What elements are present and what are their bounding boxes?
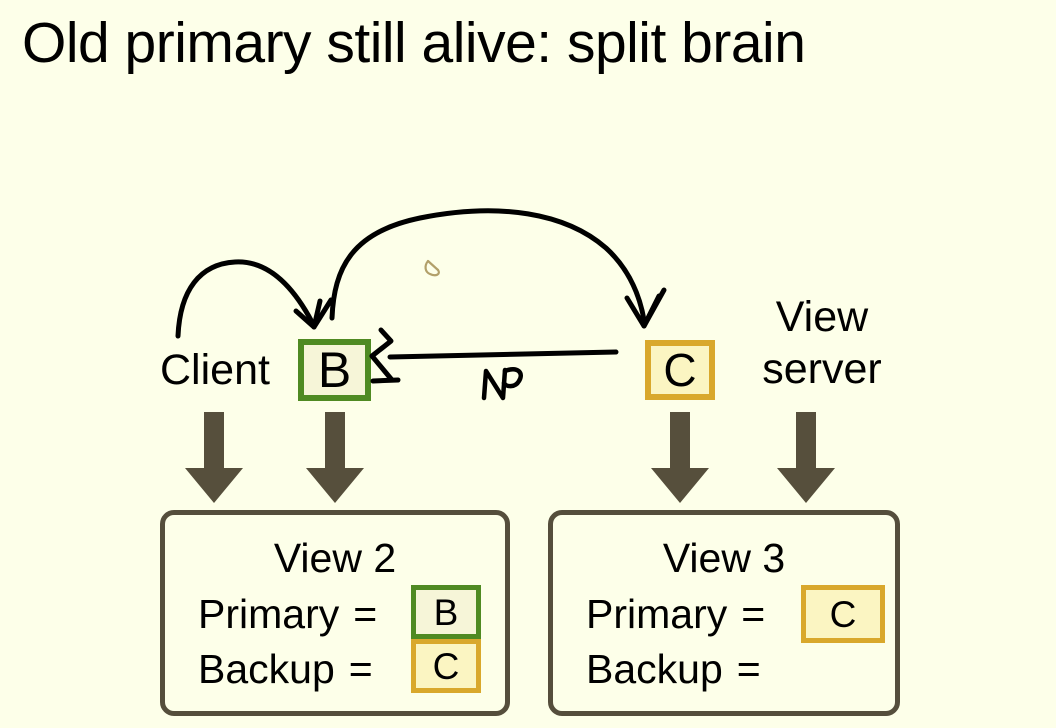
line-c-to-b-strike <box>370 377 401 384</box>
view-2-backup-equals: = <box>348 646 373 692</box>
view-2-backup-value-chip: C <box>411 639 481 693</box>
view-2-backup-label: Backup <box>198 646 335 692</box>
view-2-backup-row: Backup = <box>198 646 373 693</box>
arc-b-to-c-arrowhead-tail <box>641 287 667 329</box>
down-arrow-b <box>306 412 364 503</box>
view-2-title: View 2 <box>273 535 397 581</box>
down-arrow-client <box>185 412 243 503</box>
view-3-backup-equals: = <box>736 646 761 692</box>
node-box-c: C <box>645 340 715 400</box>
view-2-primary-value-chip: B <box>411 585 481 639</box>
line-c-to-b-arrowhead <box>369 327 394 359</box>
client-label: Client <box>160 346 270 394</box>
view-2-primary-row: Primary = <box>198 591 377 638</box>
view-box-2: View 2 Primary = Backup = B C <box>160 510 510 716</box>
view-2-primary-equals: = <box>353 591 378 637</box>
view-3-backup-row: Backup = <box>586 646 761 693</box>
view-box-3: View 3 Primary = Backup = C <box>548 510 900 716</box>
arc-client-to-b <box>175 259 315 339</box>
view-3-primary-equals: = <box>741 591 766 637</box>
stray-pen-mark <box>424 259 440 277</box>
view-3-primary-label: Primary <box>586 591 728 637</box>
line-c-to-b <box>387 349 619 360</box>
down-arrow-c <box>651 412 709 503</box>
arc-client-to-b-arrowhead-tail <box>311 297 334 330</box>
arc-client-to-b-arrowhead <box>293 298 323 330</box>
view-2-primary-label: Primary <box>198 591 340 637</box>
view-3-primary-row: Primary = <box>586 591 765 638</box>
page-title: Old primary still alive: split brain <box>22 11 806 75</box>
node-box-b: B <box>298 339 371 401</box>
down-arrow-view-server <box>777 412 835 503</box>
arc-b-to-c <box>329 208 647 323</box>
view-3-backup-label: Backup <box>586 646 723 692</box>
handwritten-no-annotation <box>481 367 523 401</box>
line-c-to-b-arrowhead-tail <box>369 353 395 383</box>
arc-b-to-c-arrowhead <box>624 293 662 329</box>
view-server-label: View server <box>762 293 882 394</box>
view-3-title: View 3 <box>662 535 786 581</box>
view-3-primary-value-chip: C <box>801 585 885 643</box>
